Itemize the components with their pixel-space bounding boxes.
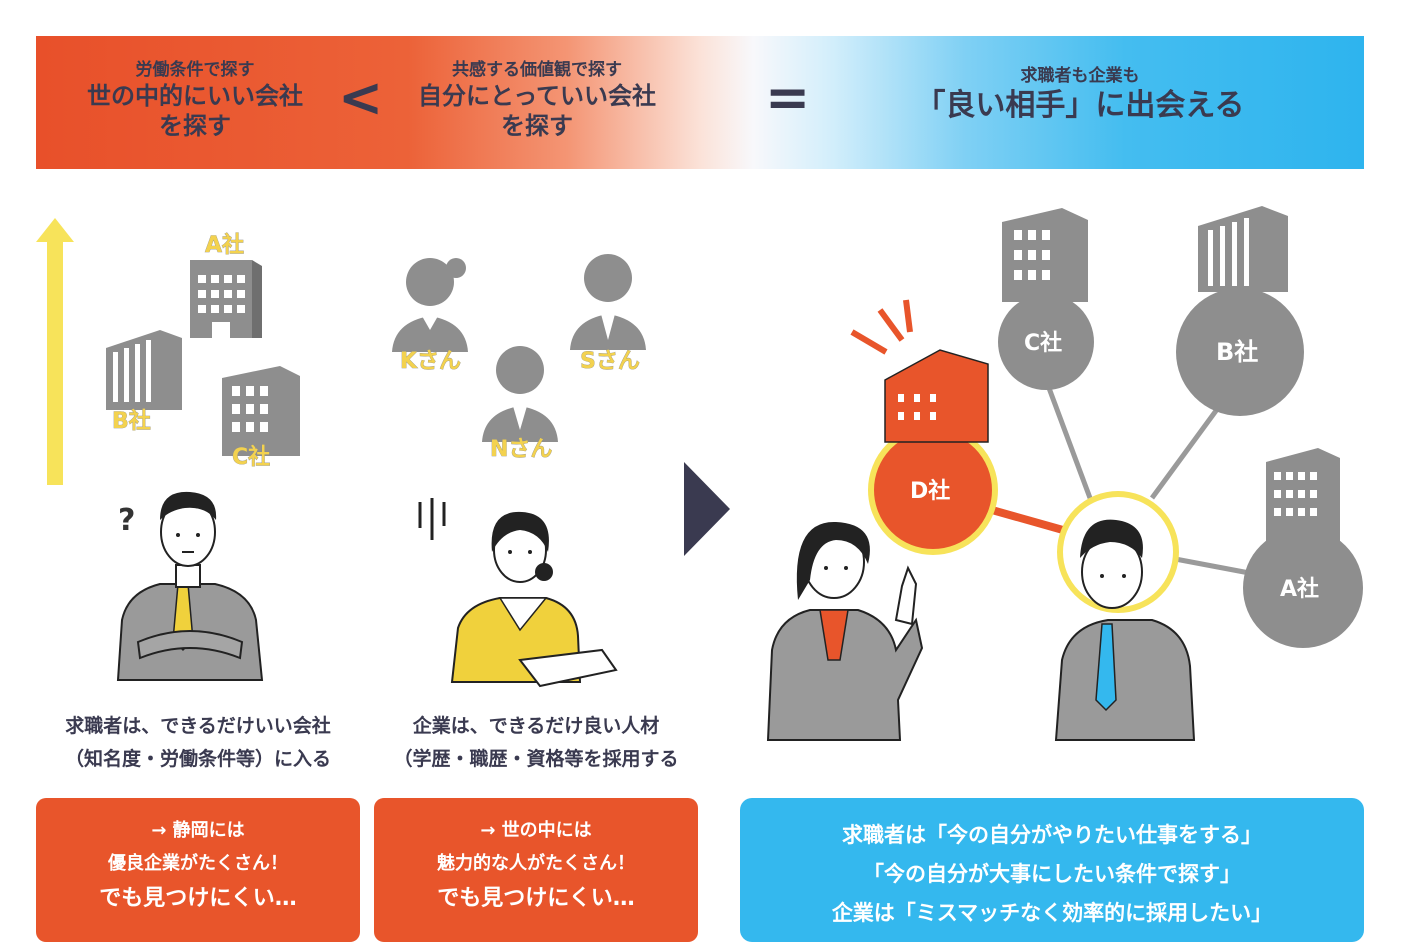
worry-lines-icon (418, 498, 446, 540)
middle-caption-line-2: （学歴・職歴・資格等を採用する (393, 748, 679, 771)
building-d-icon (884, 349, 989, 443)
company-b-label: B社 (1216, 338, 1258, 366)
matched-man-illustration (1054, 519, 1196, 741)
building-c-right-icon (1002, 208, 1088, 302)
left-scene-illustration: A社 B社 C社 ? (36, 218, 300, 681)
summary-box-job-seeker: → 静岡には 優良企業がたくさん！ でも見つけにくい… (36, 798, 360, 942)
banner-left-big-1: 世の中的にいい会社 (87, 82, 303, 111)
box2-line-1: → 世の中には (480, 820, 592, 841)
left-caption-line-2: （知名度・労働条件等）に入る (64, 748, 331, 771)
company-c-circle (998, 294, 1094, 390)
spark-lines-icon (850, 299, 913, 355)
banner-middle-big-1: 自分にとっていい会社 (417, 82, 657, 111)
middle-scene-illustration: Kさん Sさん Nさん (392, 254, 646, 688)
match-line (990, 506, 1072, 536)
box2-line-2: 魅力的な人がたくさん！ (437, 853, 635, 875)
person-s-icon (570, 254, 646, 350)
company-c-label: C社 (1024, 330, 1062, 356)
banner-middle-block: 共感する価値観で探す 自分にとっていい会社 を探す (392, 60, 682, 141)
person-label-n: Nさん (490, 437, 552, 462)
left-caption: 求職者は、できるだけいい会社 （知名度・労働条件等）に入る (36, 710, 360, 777)
box1-line-2: 優良企業がたくさん！ (108, 853, 288, 875)
less-than-symbol: < (338, 66, 384, 129)
banner-left-block: 労働条件で探す 世の中的にいい会社 を探す (60, 60, 330, 141)
banner-right-small: 求職者も企業も (1020, 66, 1140, 86)
building-c-icon (222, 366, 300, 456)
job-seeker-man-illustration (116, 491, 264, 681)
company-d-label: D社 (910, 478, 950, 504)
box2-line-3: でも見つけにくい… (437, 885, 635, 911)
summary-box-match: 求職者は「今の自分がやりたい仕事をする」 「今の自分が大事にしたい条件で探す」 … (740, 798, 1364, 942)
box3-line-3: 企業は「ミスマッチなく効率的に採用したい」 (831, 900, 1273, 925)
company-label-c: C社 (232, 444, 270, 470)
next-arrow-icon (684, 462, 730, 556)
banner-left-big-2: を探す (159, 112, 231, 141)
banner-left-small: 労働条件で探す (135, 60, 255, 80)
banner-middle-big-2: を探す (501, 112, 573, 141)
middle-caption: 企業は、できるだけ良い人材 （学歴・職歴・資格等を採用する (374, 710, 698, 777)
person-k-icon (392, 258, 468, 352)
left-caption-line-1: 求職者は、できるだけいい会社 (65, 715, 331, 737)
building-a-right-icon (1266, 448, 1340, 550)
middle-caption-line-1: 企業は、できるだけ良い人材 (412, 715, 660, 737)
person-label-s: Sさん (580, 349, 640, 374)
top-banner (36, 36, 1364, 169)
banner-middle-small: 共感する価値観で探す (452, 60, 622, 80)
box3-line-2: 「今の自分が大事にしたい条件で探す」 (863, 861, 1241, 886)
company-label-b: B社 (112, 408, 151, 434)
banner-right-big: 「良い相手」に出会える (915, 88, 1245, 124)
company-a-circle (1243, 528, 1363, 648)
box3-line-1: 求職者は「今の自分がやりたい仕事をする」 (842, 823, 1262, 847)
company-b-circle (1176, 288, 1304, 416)
summary-box-company: → 世の中には 魅力的な人がたくさん！ でも見つけにくい… (374, 798, 698, 942)
right-scene-illustration: D社 C社 B社 A社 (766, 206, 1363, 741)
person-label-k: Kさん (400, 349, 461, 374)
box1-line-1: → 静岡には (151, 820, 245, 841)
network-lines (1043, 379, 1261, 578)
building-b-icon (106, 330, 182, 410)
building-b-right-icon (1198, 206, 1288, 292)
person-n-icon (482, 346, 558, 442)
box1-line-3: でも見つけにくい… (99, 885, 297, 911)
up-arrow-icon (36, 218, 74, 485)
pointing-woman-illustration (766, 521, 924, 741)
recruiter-woman-illustration (450, 511, 618, 688)
question-mark: ? (118, 503, 135, 538)
banner-right-block: 求職者も企業も 「良い相手」に出会える (880, 66, 1280, 125)
building-a-icon (190, 260, 262, 338)
company-a-label: A社 (1280, 576, 1319, 602)
company-label-a: A社 (205, 232, 244, 258)
equals-symbol: = (765, 66, 811, 129)
